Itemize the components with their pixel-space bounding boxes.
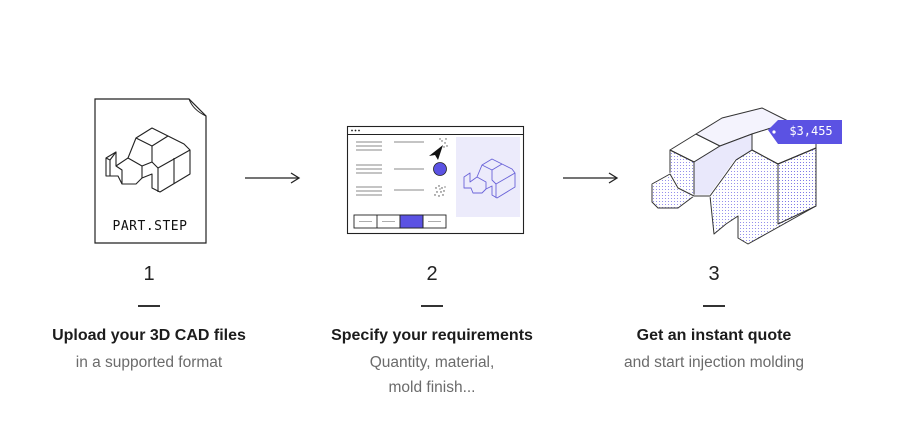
part-preview-panel: [456, 137, 520, 217]
arrow-right-icon: [563, 172, 619, 184]
cursor-icon: [429, 145, 443, 160]
price-tag-icon: [768, 120, 842, 144]
step-subtitle-line: mold finish...: [388, 378, 476, 396]
step-subtitle-line: in a supported format: [75, 353, 223, 371]
document-icon: [94, 98, 207, 244]
selected-option-tab: [399, 214, 424, 229]
step-subtitle: in a supported format: [0, 350, 299, 375]
requirements-window-illustration: [346, 125, 525, 235]
step-number: 2: [426, 263, 438, 285]
step-2: 2 Specify your requirements Quantity, ma…: [282, 262, 582, 400]
material-swatch-textured: [434, 185, 446, 197]
form-fields: [356, 141, 424, 196]
step-number: 1: [143, 263, 155, 285]
price-tag-value: $3,455: [789, 124, 833, 138]
cad-part-preview-icon: [463, 158, 516, 199]
step-divider: [421, 305, 443, 307]
step-number: 3: [708, 263, 720, 285]
step-title: Upload your 3D CAD files: [52, 326, 246, 344]
step-3: 3 Get an instant quote and start injecti…: [564, 262, 864, 375]
arrow-right-icon: [245, 172, 301, 184]
material-swatch-filled: [433, 162, 447, 176]
step-title: Get an instant quote: [636, 326, 792, 344]
step-subtitle: and start injection molding: [564, 350, 864, 375]
step-subtitle: Quantity, material, mold finish...: [282, 350, 582, 400]
step-subtitle-line: and start injection molding: [623, 353, 805, 371]
step-1: 1 Upload your 3D CAD files in a supporte…: [0, 262, 299, 375]
step-title: Specify your requirements: [331, 326, 533, 344]
molded-part-illustration: [651, 107, 842, 245]
cad-part-icon: [105, 127, 191, 193]
step-divider: [703, 305, 725, 307]
document-fold: [188, 98, 207, 117]
file-name-label: PART.STEP: [112, 219, 188, 234]
cad-file-illustration: [94, 98, 207, 244]
step-subtitle-line: Quantity, material,: [369, 353, 495, 371]
step-divider: [138, 305, 160, 307]
